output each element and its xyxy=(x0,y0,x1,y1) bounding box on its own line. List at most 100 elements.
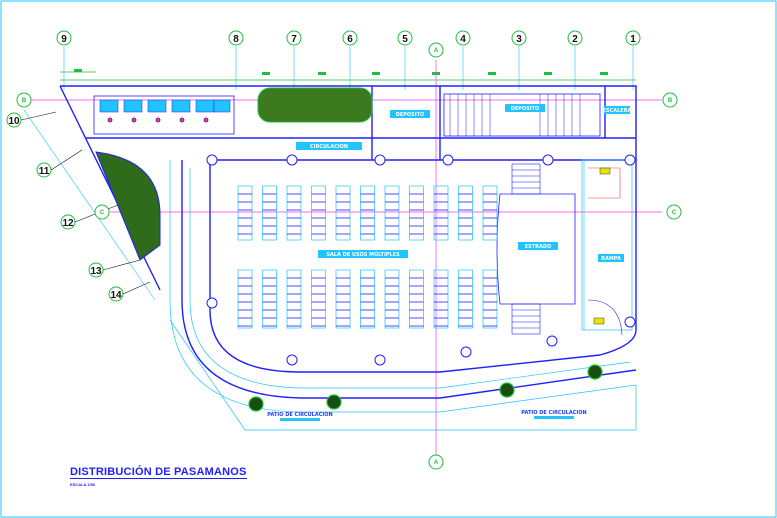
svg-text:4: 4 xyxy=(460,34,466,45)
seat-row xyxy=(458,269,473,329)
dimension-line-top xyxy=(60,69,636,81)
seat-row xyxy=(262,185,277,241)
svg-text:10: 10 xyxy=(8,116,20,127)
grid-bubble-3: 3 xyxy=(511,30,527,46)
columns xyxy=(206,154,636,366)
grid-bubble-7: 7 xyxy=(286,30,302,46)
planters xyxy=(248,364,603,412)
garden-top xyxy=(257,87,373,123)
seat-row xyxy=(237,185,253,241)
section-marker-c-right: C xyxy=(666,204,682,220)
svg-text:DEPOSITO: DEPOSITO xyxy=(396,112,425,118)
svg-text:SALA DE USOS MÚLTIPLES: SALA DE USOS MÚLTIPLES xyxy=(326,251,400,258)
svg-text:A: A xyxy=(434,48,439,54)
svg-text:1: 1 xyxy=(630,34,636,45)
svg-text:PATIO DE CIRCULACION: PATIO DE CIRCULACION xyxy=(521,410,586,416)
seat-row xyxy=(409,185,424,241)
section-marker-c-left: C xyxy=(94,204,110,220)
svg-text:9: 9 xyxy=(61,34,67,45)
seat-row xyxy=(384,269,400,329)
garden-left xyxy=(95,151,161,261)
seat-row xyxy=(433,185,449,241)
grid-bubble-13: 13 xyxy=(88,262,104,278)
stairs-top xyxy=(443,93,601,137)
left-axis-leaders xyxy=(20,111,151,295)
svg-text:5: 5 xyxy=(402,34,408,45)
restroom-block xyxy=(93,95,235,135)
svg-text:6: 6 xyxy=(347,34,353,45)
corridor-label: CIRCULACION xyxy=(296,142,362,150)
grid-bubble-9: 9 xyxy=(56,30,72,46)
seat-row xyxy=(262,269,277,329)
svg-text:7: 7 xyxy=(291,34,297,45)
building-walls xyxy=(59,85,637,399)
grid-bubbles-top: 9 8 7 6 5 4 3 2 1 xyxy=(56,30,641,46)
seat-row xyxy=(433,269,449,329)
svg-text:C: C xyxy=(100,210,105,216)
svg-text:C: C xyxy=(672,210,677,216)
seat-row xyxy=(311,269,326,329)
hall-label: SALA DE USOS MÚLTIPLES xyxy=(318,250,408,258)
svg-text:ESTRADO: ESTRADO xyxy=(525,244,552,250)
seat-row xyxy=(360,185,375,241)
grid-lines xyxy=(23,46,634,301)
section-markers: A A B B C C xyxy=(16,42,682,470)
grid-bubble-10: 10 xyxy=(6,112,22,128)
drawing-title: DISTRIBUCIÓN DE PASAMANOS xyxy=(70,466,247,479)
svg-text:8: 8 xyxy=(233,34,239,45)
signage-markers xyxy=(593,167,611,325)
svg-text:3: 3 xyxy=(516,34,522,45)
patio-label: PATIO DE CIRCULACION xyxy=(267,412,333,421)
grid-bubble-6: 6 xyxy=(342,30,358,46)
section-marker-a-top: A xyxy=(428,42,444,58)
room-b-label: DEPOSITO xyxy=(505,104,545,112)
outer-walkway xyxy=(169,159,637,431)
svg-text:A: A xyxy=(434,460,439,466)
seat-row xyxy=(360,269,375,329)
svg-text:11: 11 xyxy=(39,166,50,177)
grid-bubble-14: 14 xyxy=(108,286,124,302)
svg-text:ESCALERA: ESCALERA xyxy=(603,108,632,114)
svg-text:B: B xyxy=(22,98,27,104)
room-labels: SALA DE USOS MÚLTIPLES ESTRADO DEPOSITO … xyxy=(267,104,632,421)
svg-text:14: 14 xyxy=(110,290,122,301)
section-marker-b-right: B xyxy=(662,92,678,108)
grid-bubbles-left: 10 11 12 13 14 xyxy=(6,112,124,302)
seat-row xyxy=(384,185,400,241)
seat-row xyxy=(237,269,253,329)
grid-bubble-12: 12 xyxy=(60,214,76,230)
grid-bubble-5: 5 xyxy=(397,30,413,46)
svg-text:PATIO DE CIRCULACION: PATIO DE CIRCULACION xyxy=(267,412,332,418)
svg-text:2: 2 xyxy=(572,34,578,45)
svg-text:B: B xyxy=(668,98,673,104)
grid-bubble-1: 1 xyxy=(625,30,641,46)
grid-bubble-8: 8 xyxy=(228,30,244,46)
section-marker-b-left: B xyxy=(16,92,32,108)
svg-text:12: 12 xyxy=(62,218,74,229)
grid-bubble-4: 4 xyxy=(455,30,471,46)
seat-row xyxy=(335,185,351,241)
grid-bubble-2: 2 xyxy=(567,30,583,46)
patio-label-2: PATIO DE CIRCULACION xyxy=(521,410,587,419)
ramp-label: RAMPA xyxy=(598,254,624,262)
svg-text:DEPOSITO: DEPOSITO xyxy=(511,106,540,112)
stage-platform xyxy=(496,193,576,305)
room-a-label: DEPOSITO xyxy=(390,110,430,118)
stage-label: ESTRADO xyxy=(518,242,558,250)
drawing-scale: ESCALA 1/50 xyxy=(70,482,96,487)
room-c-label: ESCALERA xyxy=(603,106,632,114)
seating-rows xyxy=(237,185,498,329)
seat-row xyxy=(458,185,473,241)
seat-row xyxy=(482,269,498,329)
seat-row xyxy=(335,269,351,329)
door-swing-right xyxy=(587,299,623,336)
seat-row xyxy=(482,185,498,241)
svg-text:RAMPA: RAMPA xyxy=(601,256,621,262)
svg-text:13: 13 xyxy=(90,266,102,277)
seat-row xyxy=(311,185,326,241)
section-marker-a-bottom: A xyxy=(428,454,444,470)
seat-row xyxy=(286,269,302,329)
seat-row xyxy=(286,185,302,241)
